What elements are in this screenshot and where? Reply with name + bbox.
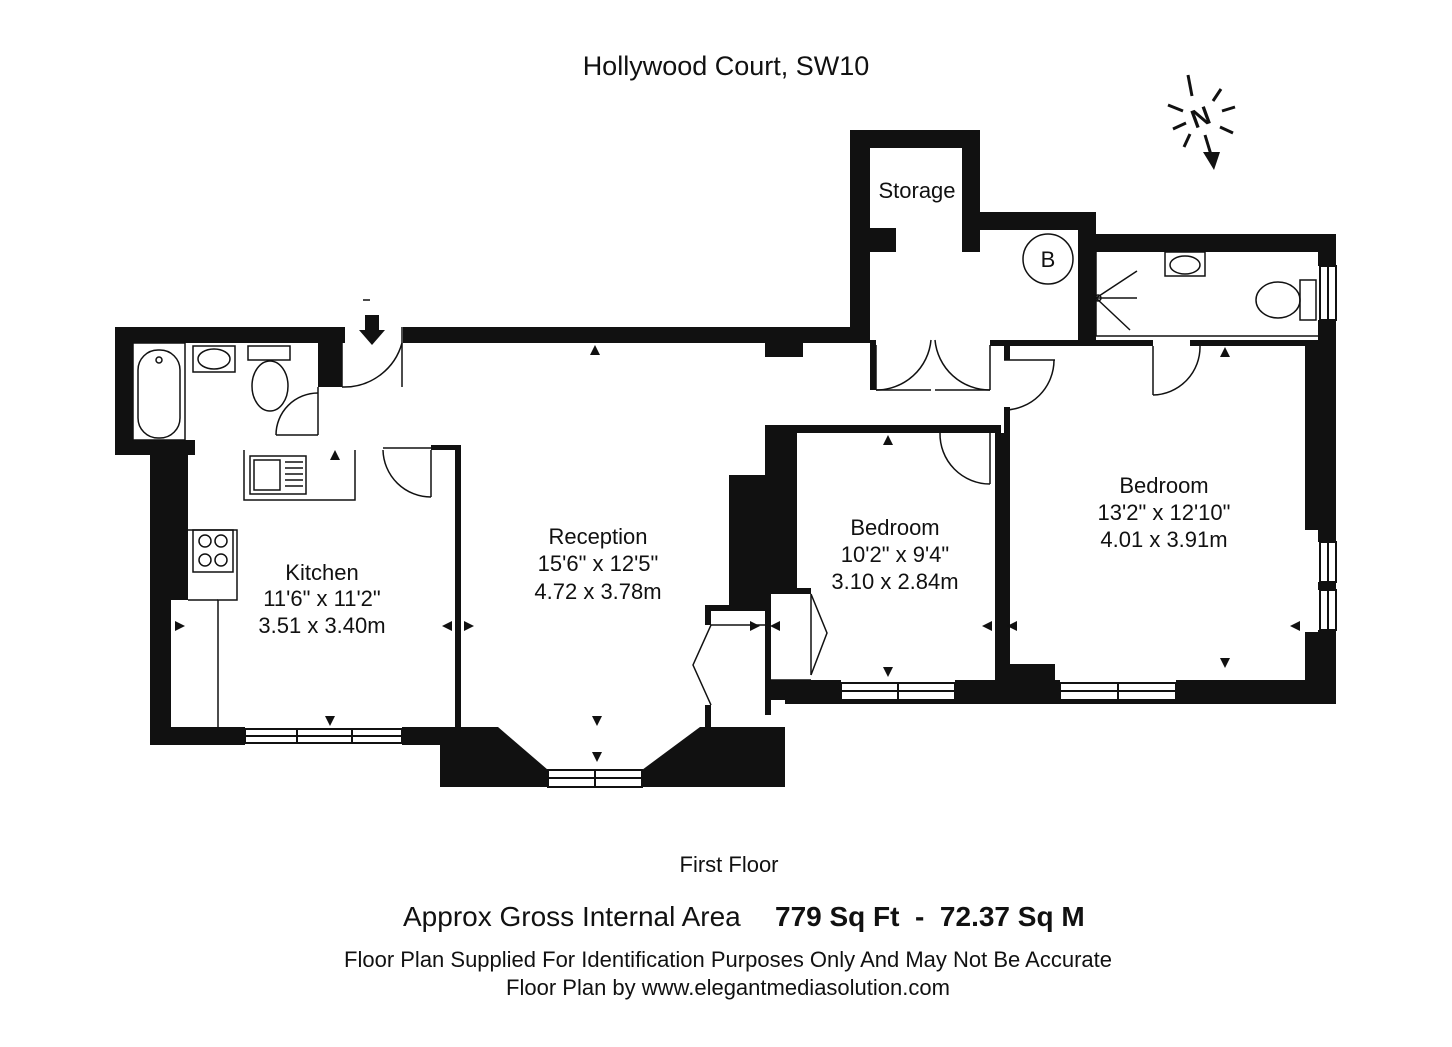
kitchen-metric: 3.51 x 3.40m	[258, 613, 385, 638]
disclaimer-text: Floor Plan Supplied For Identification P…	[344, 947, 1112, 972]
reception-name: Reception	[548, 524, 647, 549]
entrance-arrow-icon	[359, 299, 385, 345]
reception-imperial: 15'6" x 12'5"	[538, 551, 659, 576]
walls	[115, 130, 1336, 787]
area-label: Approx Gross Internal Area	[403, 901, 741, 932]
bedroom-large-metric: 4.01 x 3.91m	[1100, 527, 1227, 552]
kitchen-imperial: 11'6" x 11'2"	[263, 586, 380, 611]
storage-label: Storage	[878, 178, 955, 203]
bedroom-large-name: Bedroom	[1119, 473, 1208, 498]
floor-label: First Floor	[680, 852, 779, 877]
area-value: 779 Sq Ft - 72.37 Sq M	[775, 901, 1085, 932]
compass-letter: N	[1187, 100, 1215, 135]
bedroom-large-imperial: 13'2" x 12'10"	[1098, 500, 1231, 525]
bedroom-small-metric: 3.10 x 2.84m	[831, 569, 958, 594]
boiler-label: B	[1041, 247, 1056, 272]
bedroom-small-imperial: 10'2" x 9'4"	[841, 542, 949, 567]
credit-text: Floor Plan by www.elegantmediasolution.c…	[506, 975, 950, 1000]
north-arrow-icon: N	[1167, 74, 1236, 170]
dimension-markers	[175, 345, 1300, 762]
bedroom-small-name: Bedroom	[850, 515, 939, 540]
reception-metric: 4.72 x 3.78m	[534, 579, 661, 604]
doors-and-fixtures	[132, 233, 1318, 727]
kitchen-name: Kitchen	[285, 560, 358, 585]
windows	[244, 265, 1337, 788]
plan-title: Hollywood Court, SW10	[583, 51, 870, 81]
